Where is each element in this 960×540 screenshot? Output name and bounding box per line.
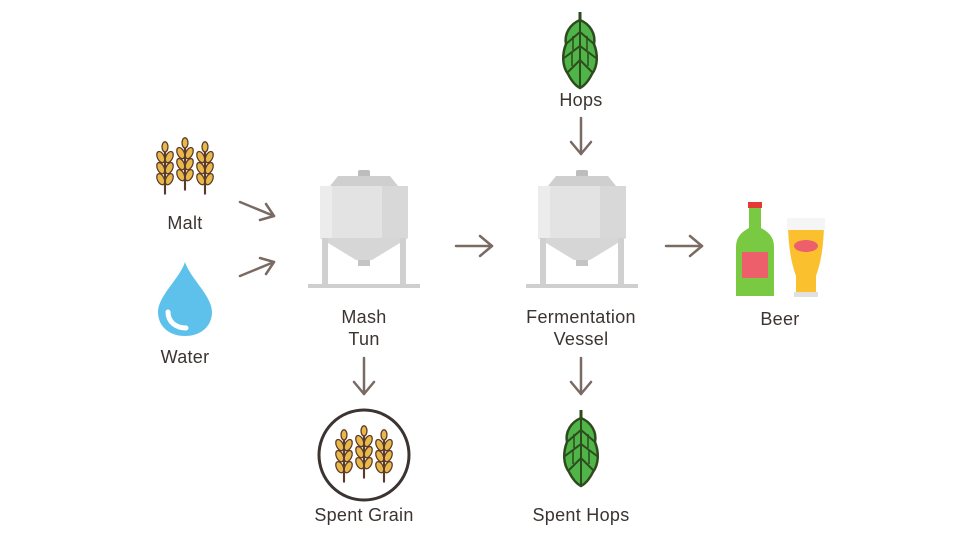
arrow-mash-to-spent-grain (352, 356, 376, 396)
arrow-fermentation-to-spent-hops (569, 356, 593, 396)
mash-tun-label-line1: Mash (341, 307, 387, 327)
spent-hops-hop-icon (562, 408, 600, 488)
hops-label: Hops (559, 90, 603, 110)
spent-grain-label: Spent Grain (314, 505, 414, 525)
arrow-fermentation-to-beer (664, 234, 704, 258)
beer-bottle-and-glass-icon (736, 202, 825, 297)
arrow-hops-to-fermentation (569, 116, 593, 156)
spent-hops-label: Spent Hops (532, 505, 630, 525)
fermentation-vessel-label-line1: Fermentation (526, 307, 636, 327)
mash-tun-tank-icon (308, 170, 420, 288)
water-drop-icon (158, 262, 212, 336)
beer-label: Beer (760, 309, 800, 329)
spent-grain-wheat-in-circle-icon (317, 408, 411, 502)
arrow-water-to-mash (238, 256, 276, 278)
arrow-mash-to-fermentation (454, 234, 494, 258)
hops-hop-icon (561, 10, 599, 90)
fermentation-vessel-tank-icon (526, 170, 638, 288)
malt-wheat-icon (154, 136, 216, 196)
fermentation-vessel-label-line2: Vessel (553, 329, 609, 349)
mash-tun-label-line2: Tun (348, 329, 380, 349)
malt-label: Malt (167, 213, 203, 233)
water-label: Water (160, 347, 210, 367)
arrow-malt-to-mash (238, 200, 276, 222)
